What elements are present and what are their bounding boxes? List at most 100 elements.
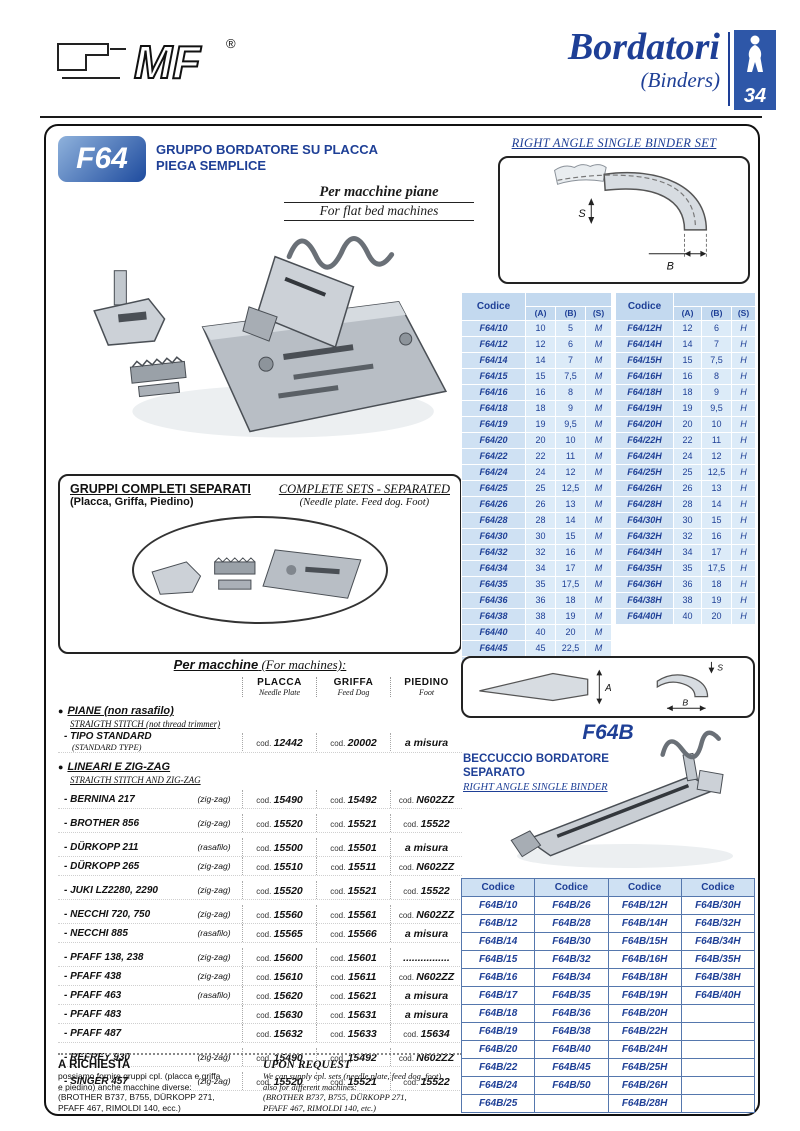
col-header-b: (B) bbox=[555, 306, 586, 321]
value-cell: 17 bbox=[701, 544, 732, 561]
value-cell: 20 bbox=[673, 416, 702, 433]
sets-title-en-block: COMPLETE SETS - SEPARATED (Needle plate.… bbox=[279, 482, 450, 508]
code-cell: F64/26H bbox=[615, 480, 674, 497]
value-cell: 25 bbox=[673, 464, 702, 481]
value-cell: 14 bbox=[673, 336, 702, 353]
value-cell: 36 bbox=[673, 576, 702, 593]
part-code-cell: cod. 15600 bbox=[242, 948, 316, 966]
code-cell: F64/15H bbox=[615, 352, 674, 369]
value-cell: 16 bbox=[525, 384, 556, 401]
brand-text: MF bbox=[134, 36, 202, 88]
value-cell: 14 bbox=[701, 496, 732, 513]
code-cell: F64B/15 bbox=[460, 950, 536, 969]
part-code-cell: a misura bbox=[390, 986, 462, 1004]
value-cell: M bbox=[584, 624, 613, 641]
code-cell: F64/20 bbox=[461, 432, 526, 449]
complete-sets-box: GRUPPI COMPLETI SEPARATI (Placca, Griffa… bbox=[58, 474, 462, 654]
machine-group-title: ●PIANE (non rasafilo)STRAIGTH STITCH (no… bbox=[58, 705, 221, 729]
code-cell: F64B/10 bbox=[460, 896, 536, 915]
value-cell: 15 bbox=[525, 368, 556, 385]
code-cell: F64/25H bbox=[615, 464, 674, 481]
value-cell: 17,5 bbox=[555, 576, 586, 593]
part-code-cell: cod. 15565 bbox=[242, 924, 316, 942]
col-header-codice: Codice bbox=[607, 878, 682, 897]
code-cell: F64B/22H bbox=[607, 1022, 682, 1041]
profiles-diagram: A S B bbox=[479, 661, 723, 712]
value-cell: H bbox=[730, 528, 757, 545]
value-cell: 36 bbox=[525, 592, 556, 609]
part-code-cell: cod. 15501 bbox=[316, 838, 390, 856]
value-cell: 5 bbox=[555, 320, 586, 337]
part-code-cell: cod. 15510 bbox=[242, 857, 316, 875]
code-cell: F64B/25 bbox=[460, 1094, 536, 1113]
code-cell: F64B/26 bbox=[534, 896, 609, 915]
request-it-line3: (BROTHER B737, B755, DÜRKOPP 271, bbox=[58, 1092, 215, 1102]
part-code-cell: cod. 15490 bbox=[242, 790, 316, 808]
value-cell: 40 bbox=[525, 624, 556, 641]
value-cell: 20 bbox=[555, 624, 586, 641]
code-cell: F64/25 bbox=[461, 480, 526, 497]
value-cell: 15 bbox=[555, 528, 586, 545]
col-header-codice: Codice bbox=[615, 292, 674, 321]
part-code-cell: ................ bbox=[390, 948, 462, 966]
code-cell: F64/32 bbox=[461, 544, 526, 561]
for-machines-en: (For machines): bbox=[258, 657, 347, 672]
code-cell: F64/28H bbox=[615, 496, 674, 513]
part-code-cell: cod. 15521 bbox=[316, 881, 390, 899]
value-cell: 45 bbox=[525, 640, 556, 657]
f64b-title-line2: SEPARATO bbox=[463, 767, 525, 779]
value-cell: 15 bbox=[701, 512, 732, 529]
value-cell: M bbox=[584, 528, 613, 545]
code-cell: F64B/28 bbox=[534, 914, 609, 933]
value-cell: 10 bbox=[525, 320, 556, 337]
code-cell: F64/40 bbox=[461, 624, 526, 641]
value-cell: H bbox=[730, 512, 757, 529]
f64b-code-title: F64B bbox=[582, 721, 634, 744]
value-cell: 32 bbox=[673, 528, 702, 545]
request-it-title: A RICHIESTA bbox=[58, 1059, 131, 1071]
code-cell: F64B/26H bbox=[607, 1076, 682, 1095]
code-cell: F64B/30 bbox=[534, 932, 609, 951]
code-cell: F64/22 bbox=[461, 448, 526, 465]
part-code-cell: cod. N602ZZ bbox=[390, 1048, 462, 1066]
dim-label-b: B bbox=[667, 261, 674, 273]
code-cell: F64B/22 bbox=[460, 1058, 536, 1077]
code-cell: F64B/24H bbox=[607, 1040, 682, 1059]
part-code-cell: cod. N602ZZ bbox=[390, 905, 462, 923]
part-code-cell: cod. N602ZZ bbox=[390, 790, 462, 808]
right-angle-set-label: RIGHT ANGLE SINGLE BINDER SET bbox=[511, 136, 717, 150]
value-cell: M bbox=[584, 576, 613, 593]
value-cell: 9 bbox=[701, 384, 732, 401]
value-cell: 30 bbox=[525, 528, 556, 545]
value-cell: 11 bbox=[555, 448, 586, 465]
col-header-codice: Codice bbox=[460, 878, 536, 897]
code-cell: F64B/25H bbox=[607, 1058, 682, 1077]
part-code-cell: cod. 15520 bbox=[242, 1072, 316, 1090]
needle-plate-part bbox=[262, 549, 362, 599]
request-en-line1: We can supply cpl. sets (needle plate, f… bbox=[263, 1071, 442, 1081]
part-code-cell: cod. N602ZZ bbox=[390, 967, 462, 985]
value-cell: 15 bbox=[673, 352, 702, 369]
part-code-cell: cod. 15633 bbox=[316, 1024, 390, 1042]
dim-label-b2: B bbox=[682, 697, 688, 707]
